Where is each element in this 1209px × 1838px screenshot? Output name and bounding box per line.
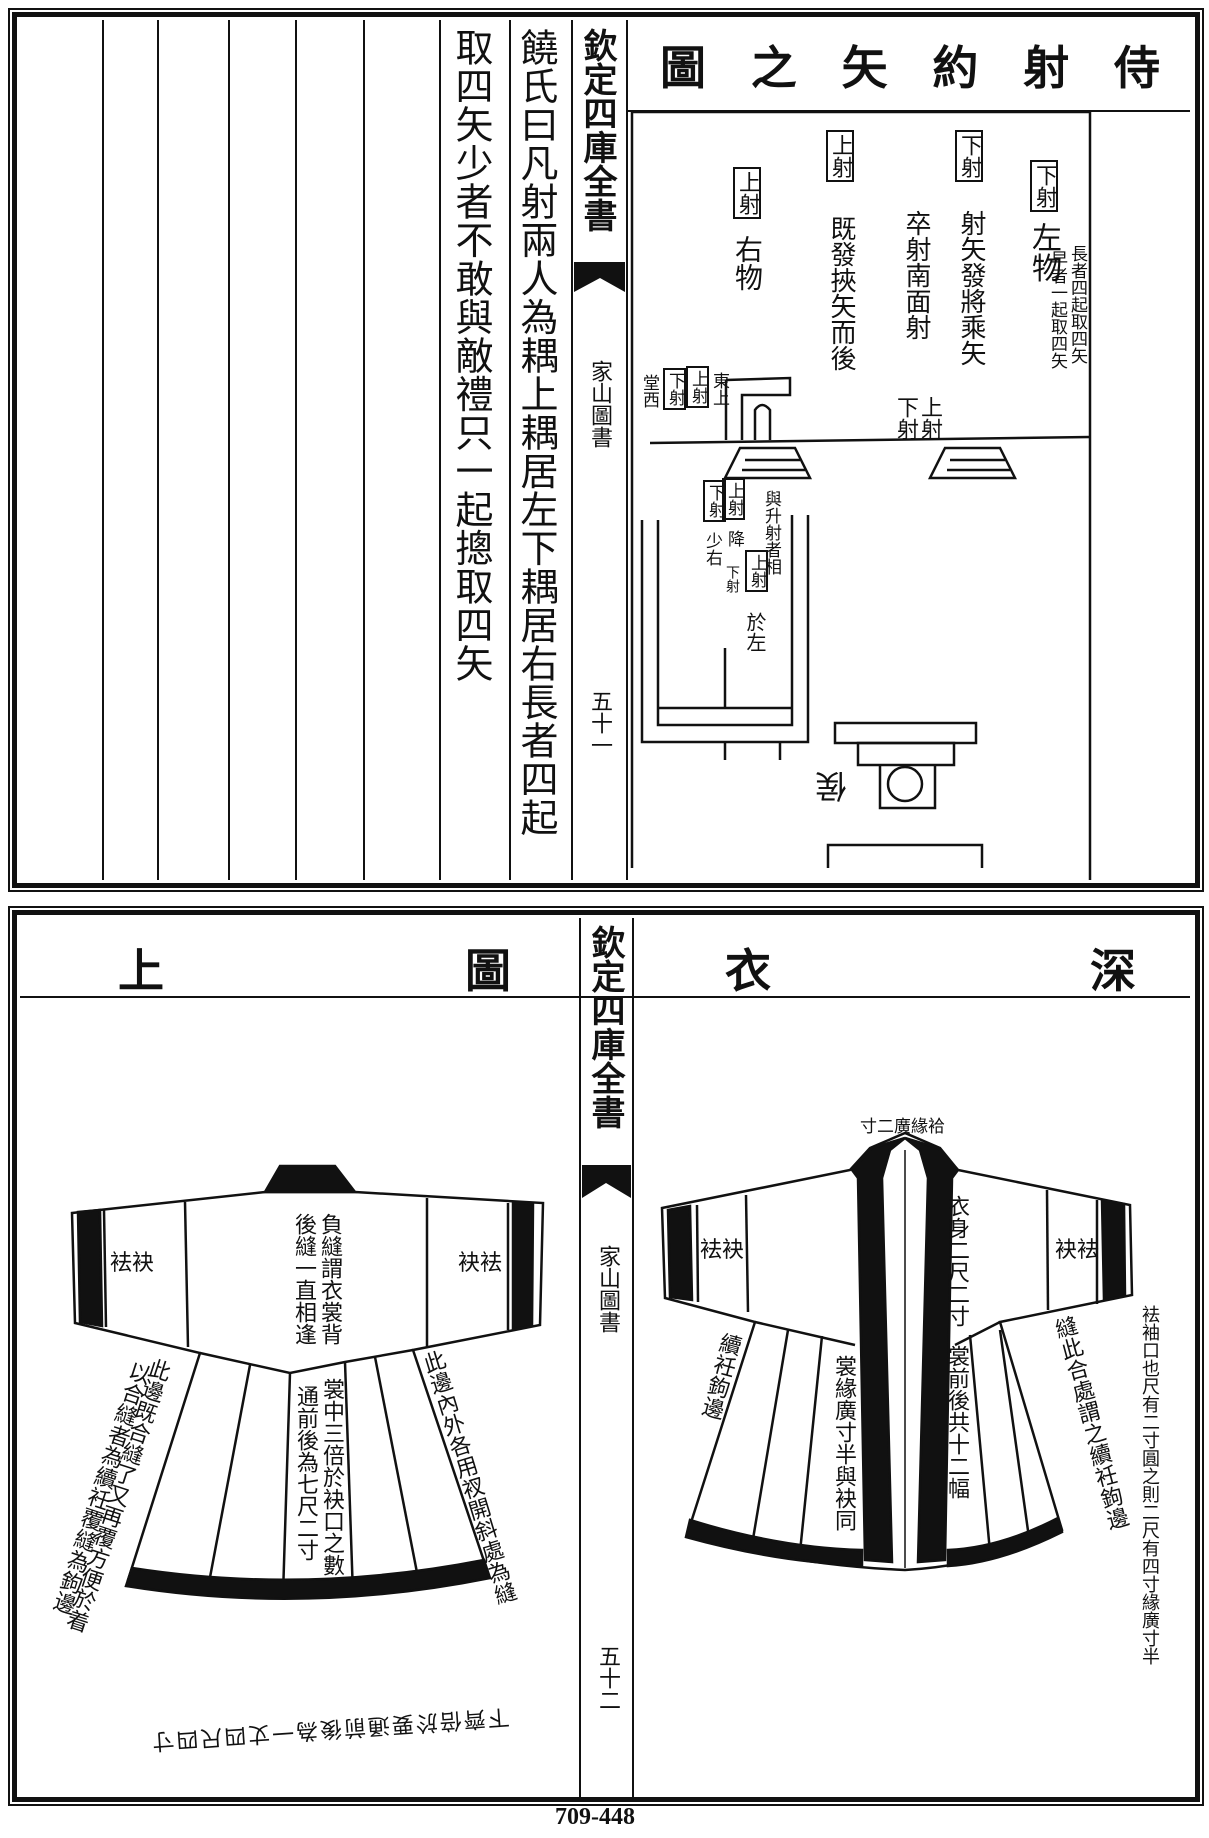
page-number: 709-448 bbox=[555, 1804, 635, 1830]
label-zu-she: 卒射南面射 bbox=[901, 210, 931, 340]
bottom-page-frame bbox=[12, 910, 1200, 1802]
label-ji-fa: 既發挾矢而後 bbox=[826, 215, 856, 371]
bottom-spine-page: 五十二 bbox=[595, 1645, 620, 1711]
back-seam-note-2: 後縫一直相逢 bbox=[291, 1213, 316, 1345]
label-dong-shang: 東上 bbox=[709, 372, 729, 406]
spine-mark-bottom bbox=[582, 1165, 631, 1198]
collar-note: 袷緣廣二寸 bbox=[860, 1117, 945, 1137]
body-length-note: 衣身二尺二寸 bbox=[944, 1195, 969, 1327]
sleeve-label-left: 袪袂 bbox=[700, 1238, 745, 1263]
text-column-2: 取四矢少者不敢與敵禮只一起摠取四矢 bbox=[449, 28, 493, 683]
label-you-wu: 右物 bbox=[731, 235, 764, 291]
label-shang-she: 上射 bbox=[745, 550, 768, 592]
label-xia-she: 下射 bbox=[893, 396, 918, 440]
spine-mark-top bbox=[574, 262, 625, 292]
ruled-columns bbox=[102, 20, 1190, 880]
title-char: 約 bbox=[932, 41, 979, 95]
label-she-shi: 射矢發將乘矢 bbox=[956, 210, 986, 366]
label-shang-she: 上射 bbox=[686, 366, 709, 408]
label-xia-she: 下射 bbox=[1030, 160, 1058, 212]
bottom-spine-book-title: 欽定四庫全書 bbox=[585, 925, 625, 1129]
title-char: 衣 bbox=[725, 944, 771, 998]
label-zhang-zhe: 長者四起取四矢 bbox=[1067, 245, 1087, 364]
label-shang-she: 上射 bbox=[733, 167, 761, 219]
archery-diagram bbox=[630, 110, 1092, 880]
title-char: 圖 bbox=[465, 944, 511, 998]
panels-note: 裳前後共十二幅 bbox=[944, 1345, 969, 1499]
label-xia-she: 下射 bbox=[703, 480, 726, 522]
label-hou: 侯 bbox=[815, 767, 848, 805]
text-column-1: 饒氏曰凡射兩人為耦上耦居左下耦居右長者四起 bbox=[514, 28, 558, 837]
top-spine-book-title: 欽定四庫全書 bbox=[577, 28, 617, 232]
title-char: 侍 bbox=[1113, 41, 1160, 95]
cuff-margin-note: 袪袖口也尺有二寸圓之則二尺有四寸緣廣寸半 bbox=[1139, 1305, 1160, 1665]
label-shang-she: 上射 bbox=[826, 130, 854, 182]
back-robe-drawing bbox=[70, 1164, 545, 1600]
title-char: 上 bbox=[118, 944, 164, 998]
back-seam-note-1: 負縫謂衣裳背 bbox=[317, 1213, 342, 1345]
title-char: 射 bbox=[1023, 41, 1070, 95]
title-char: 圖 bbox=[660, 41, 706, 95]
bottom-rules bbox=[20, 918, 1190, 1800]
skirt-center-note-1: 裳中三倍於袂口之數 bbox=[319, 1378, 344, 1576]
sleeve-label-right: 袂袪 bbox=[458, 1251, 503, 1276]
top-diagram-title: 侍 射 約 矢 之 圖 bbox=[660, 32, 1160, 98]
title-char: 深 bbox=[1090, 944, 1136, 998]
top-page-frame bbox=[12, 12, 1200, 888]
top-spine-page: 五十一 bbox=[587, 690, 612, 756]
title-char: 矢 bbox=[841, 41, 888, 95]
label-zuo-wu: 左物 bbox=[1026, 222, 1061, 283]
label-bei-zhe: 早者一起取四矢 bbox=[1047, 250, 1067, 369]
label-shang-she: 上射 bbox=[917, 396, 942, 440]
sleeve-label-left: 袪袂 bbox=[110, 1251, 155, 1276]
hem-border-note: 裳緣廣寸半與袂同 bbox=[831, 1355, 856, 1531]
bottom-spine-series: 家山圖書 bbox=[595, 1245, 620, 1333]
label-xia-she: 下射 bbox=[724, 565, 740, 593]
label-xia-she: 下射 bbox=[663, 368, 686, 410]
title-char: 之 bbox=[750, 41, 797, 95]
label-xia-she: 下射 bbox=[955, 130, 983, 182]
label-shang-she: 上射 bbox=[722, 478, 745, 520]
label-xi-tang: 堂西 bbox=[639, 374, 659, 408]
label-jiang: 降 bbox=[724, 530, 744, 547]
label-shao-you: 少右 bbox=[702, 532, 722, 566]
label-yu-zuo: 於左 bbox=[743, 612, 767, 652]
sleeve-label-right: 袂袪 bbox=[1055, 1238, 1100, 1263]
skirt-center-note-2: 通前後為七尺二寸 bbox=[293, 1385, 318, 1561]
top-spine-series: 家山圖書 bbox=[587, 360, 612, 448]
front-robe-drawing bbox=[660, 1131, 1134, 1572]
